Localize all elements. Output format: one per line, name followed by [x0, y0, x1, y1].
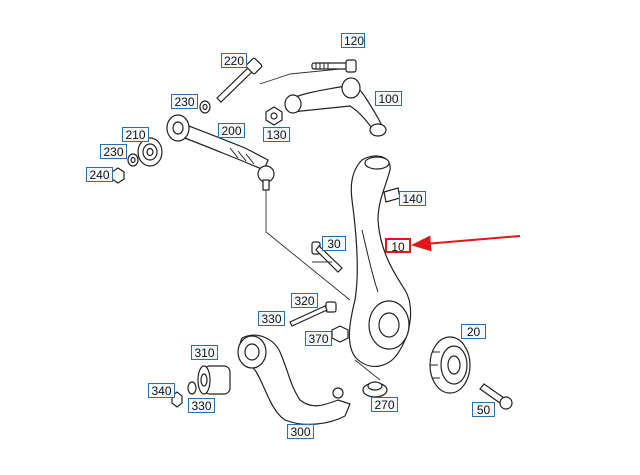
callout-240[interactable]: 240 — [86, 167, 113, 182]
steering-knuckle — [348, 155, 412, 367]
bolt-220 — [216, 57, 263, 103]
callout-370[interactable]: 370 — [305, 331, 332, 346]
leader-lines — [265, 190, 381, 381]
callout-10-highlighted[interactable]: 10 — [385, 238, 411, 254]
callout-210[interactable]: 210 — [122, 127, 149, 142]
nut-370 — [331, 325, 349, 343]
bushing-210 — [137, 137, 163, 167]
callout-220[interactable]: 220 — [221, 53, 247, 68]
callout-30[interactable]: 30 — [322, 236, 346, 251]
tension-strut — [166, 114, 275, 191]
callout-330-lower[interactable]: 330 — [188, 398, 215, 413]
washer-230-upper — [199, 100, 211, 114]
callout-200[interactable]: 200 — [218, 123, 245, 138]
nut-240 — [111, 167, 125, 184]
callout-320[interactable]: 320 — [291, 293, 318, 308]
highlight-arrow — [411, 235, 521, 252]
callout-270[interactable]: 270 — [371, 397, 398, 412]
callout-20[interactable]: 20 — [461, 324, 486, 339]
bolt-30 — [311, 241, 343, 273]
bolt-50 — [479, 383, 513, 410]
bolt-320 — [289, 301, 337, 327]
callout-310[interactable]: 310 — [191, 345, 218, 360]
callout-130[interactable]: 130 — [263, 127, 290, 142]
callout-340[interactable]: 340 — [148, 383, 175, 398]
callout-100[interactable]: 100 — [375, 91, 402, 106]
washer-330-lower — [187, 381, 197, 395]
callout-140[interactable]: 140 — [399, 191, 426, 206]
nut-130 — [265, 106, 283, 126]
cap-270 — [362, 381, 388, 398]
washer-230-lower — [127, 153, 139, 167]
callout-120[interactable]: 120 — [341, 33, 365, 48]
bushing-310 — [197, 365, 231, 395]
callout-330-upper[interactable]: 330 — [258, 311, 285, 326]
callout-230-lower[interactable]: 230 — [100, 144, 127, 159]
wheel-hub-20 — [429, 336, 471, 394]
callout-50[interactable]: 50 — [472, 402, 495, 417]
callout-230-upper[interactable]: 230 — [171, 94, 198, 109]
bolt-120 — [311, 59, 357, 73]
stop-140 — [383, 187, 401, 203]
callout-300[interactable]: 300 — [287, 424, 314, 439]
lower-control-arm — [237, 334, 351, 425]
upper-control-arm — [259, 67, 387, 137]
